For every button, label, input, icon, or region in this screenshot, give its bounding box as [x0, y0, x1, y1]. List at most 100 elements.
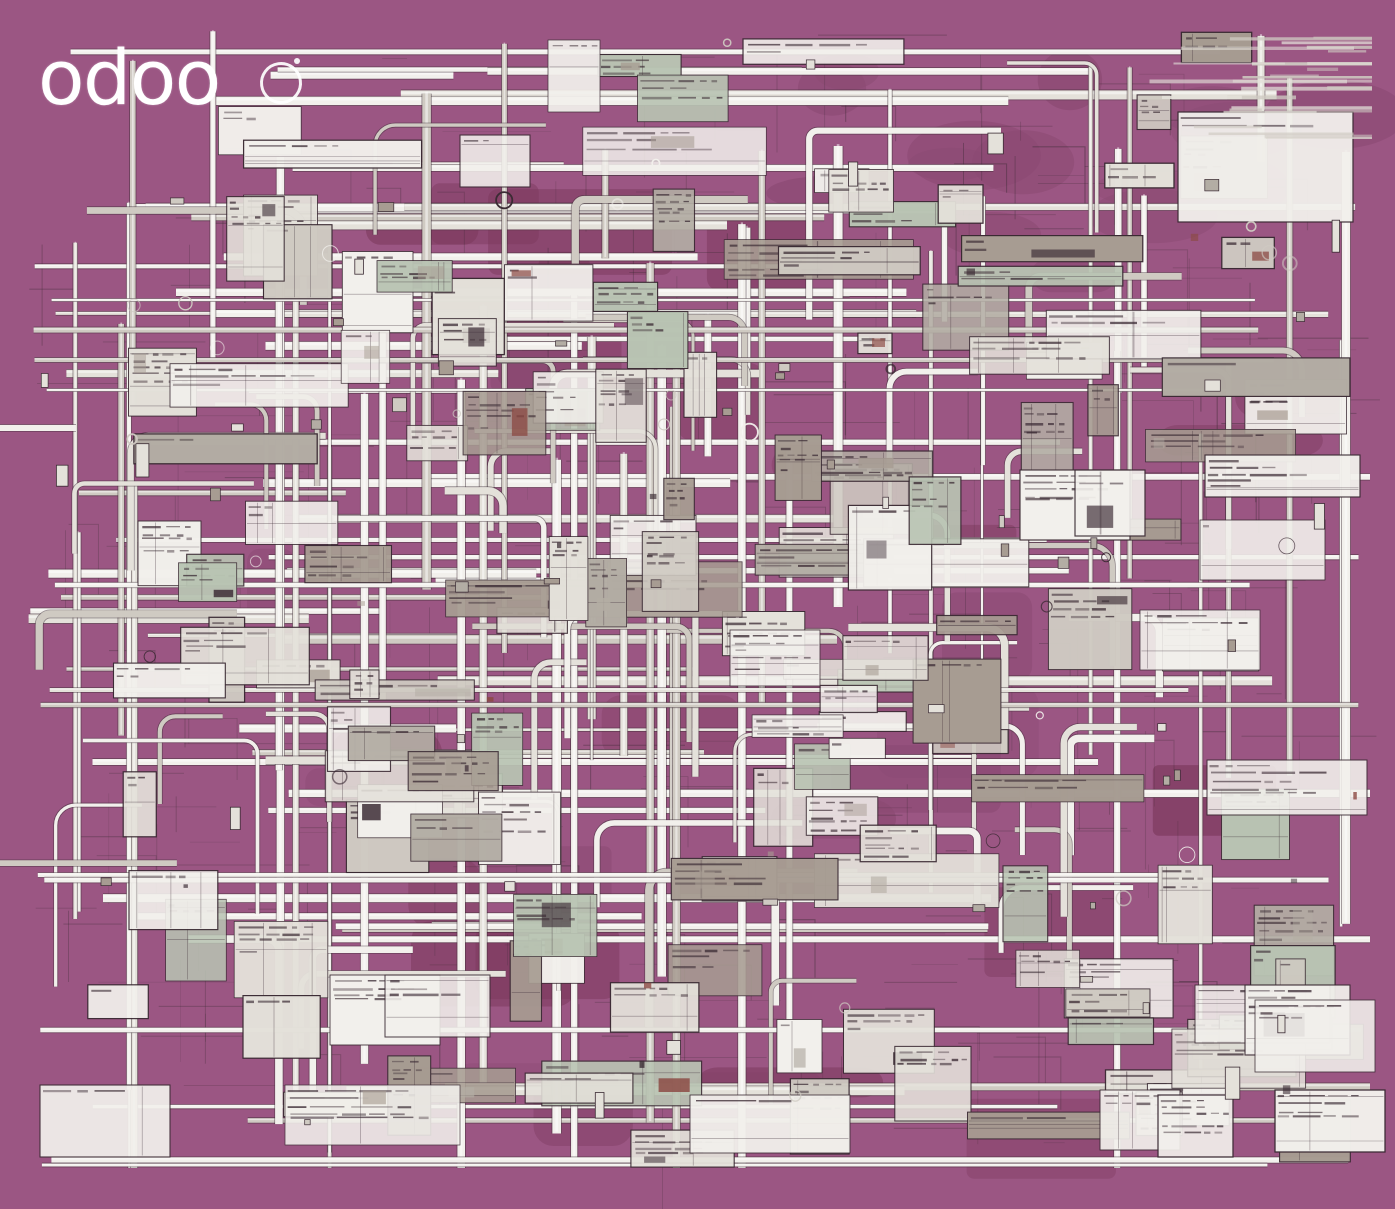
schematic-panel [1274, 1089, 1386, 1153]
schematic-panel [961, 235, 1144, 263]
schematic-panel [1157, 864, 1213, 945]
pipe-elbow [1007, 60, 1100, 233]
schematic-panel [87, 984, 149, 1020]
schematic-panel [462, 390, 547, 456]
pipe-run [40, 1026, 1362, 1034]
pipe-elbow [805, 126, 1001, 320]
schematic-panel [777, 246, 921, 276]
schematic-panel [828, 737, 886, 759]
pipe-elbow [927, 640, 1018, 810]
schematic-panel [137, 520, 202, 587]
schematic-panel [504, 264, 594, 322]
pipe-elbow [732, 732, 800, 843]
schematic-panel [592, 281, 659, 312]
circle-outline-icon [257, 56, 305, 107]
schematic-panel [969, 336, 1110, 375]
schematic-panel [233, 921, 329, 999]
pipe-run [37, 872, 1193, 878]
schematic-panel [524, 1072, 634, 1104]
schematic-panel [1199, 519, 1326, 581]
pipe-elbow [34, 609, 237, 670]
schematic-panel [340, 329, 391, 384]
schematic-panel [133, 433, 318, 465]
schematic-panel [1136, 94, 1172, 131]
pipe-elbow [444, 486, 508, 534]
schematic-panel [1104, 162, 1175, 189]
schematic-panel [937, 184, 984, 224]
schematic-panel [595, 368, 647, 443]
schematic-panel [1204, 454, 1361, 498]
pipe-elbow [570, 195, 748, 264]
schematic-panel [513, 894, 598, 957]
schematic-panel [582, 126, 767, 176]
pipe-run [70, 48, 1220, 56]
schematic-panel [1074, 469, 1146, 537]
schematic-panel [304, 544, 393, 584]
pipe-elbow [71, 480, 254, 554]
schematic-panel [169, 363, 349, 408]
schematic-panel [242, 995, 321, 1059]
panel-layer [39, 31, 1386, 1168]
pipe-elbow [585, 313, 749, 386]
schematic-panel [314, 679, 475, 701]
pipe-run [40, 701, 1359, 709]
pipe-elbow [156, 713, 223, 804]
pipe-elbow [1065, 733, 1155, 856]
schematic-panel [609, 982, 700, 1033]
pipe-elbow [1059, 722, 1137, 917]
schematic-panel [376, 260, 453, 293]
schematic-panel [1221, 236, 1275, 270]
schematic-panel [178, 562, 238, 602]
connector-layer [40, 38, 1357, 1126]
schematic-panel [128, 869, 219, 931]
schematic-panel [245, 500, 339, 545]
schematic-panel [774, 434, 822, 501]
schematic-panel [39, 1084, 171, 1158]
schematic-panel [410, 813, 503, 862]
schematic-panel [1020, 401, 1074, 472]
schematic-panel [908, 476, 962, 546]
pipe-run [215, 95, 1009, 106]
schematic-panel [112, 662, 226, 699]
pipe-run [270, 70, 454, 80]
schematic-panel [742, 38, 905, 65]
schematic-panel [1139, 609, 1261, 671]
schematic-panel [1015, 949, 1081, 988]
pipe-elbow [768, 977, 857, 1104]
schematic-panel [384, 974, 491, 1038]
schematic-panel [776, 1019, 823, 1074]
schematic-panel [652, 188, 696, 252]
schematic-panel [585, 558, 627, 628]
pipe-elbow [333, 514, 548, 638]
schematic-panel [637, 74, 729, 123]
schematic-panel [597, 53, 682, 78]
schematic-panel [1087, 384, 1119, 437]
circle-outline-ring [257, 59, 305, 107]
schematic-panel [1177, 111, 1354, 223]
schematic-panel [1047, 588, 1133, 671]
schematic-panel [936, 614, 1018, 636]
schematic-panel [894, 1045, 972, 1122]
schematic-panel [1254, 999, 1376, 1073]
schematic-panel [1206, 759, 1368, 816]
schematic-panel [842, 635, 929, 681]
pipe-elbow [593, 819, 803, 908]
pipe-elbow [530, 658, 587, 803]
schematic-panel [347, 725, 436, 762]
schematic-panel [122, 771, 157, 838]
schematic-panel [859, 824, 937, 863]
schematic-panel [819, 684, 878, 714]
schematic-panel [1002, 865, 1049, 943]
schematic-panel [857, 332, 893, 355]
schematic-panel [407, 751, 499, 792]
schematic-panel [689, 1094, 851, 1154]
schematic-panel [1067, 1017, 1155, 1046]
schematic-panel [1157, 1094, 1234, 1158]
brand-logo[interactable]: odoo [38, 40, 305, 116]
schematic-panel [828, 169, 894, 213]
schematic-panel [459, 134, 531, 188]
hairline-layer [1149, 36, 1372, 140]
